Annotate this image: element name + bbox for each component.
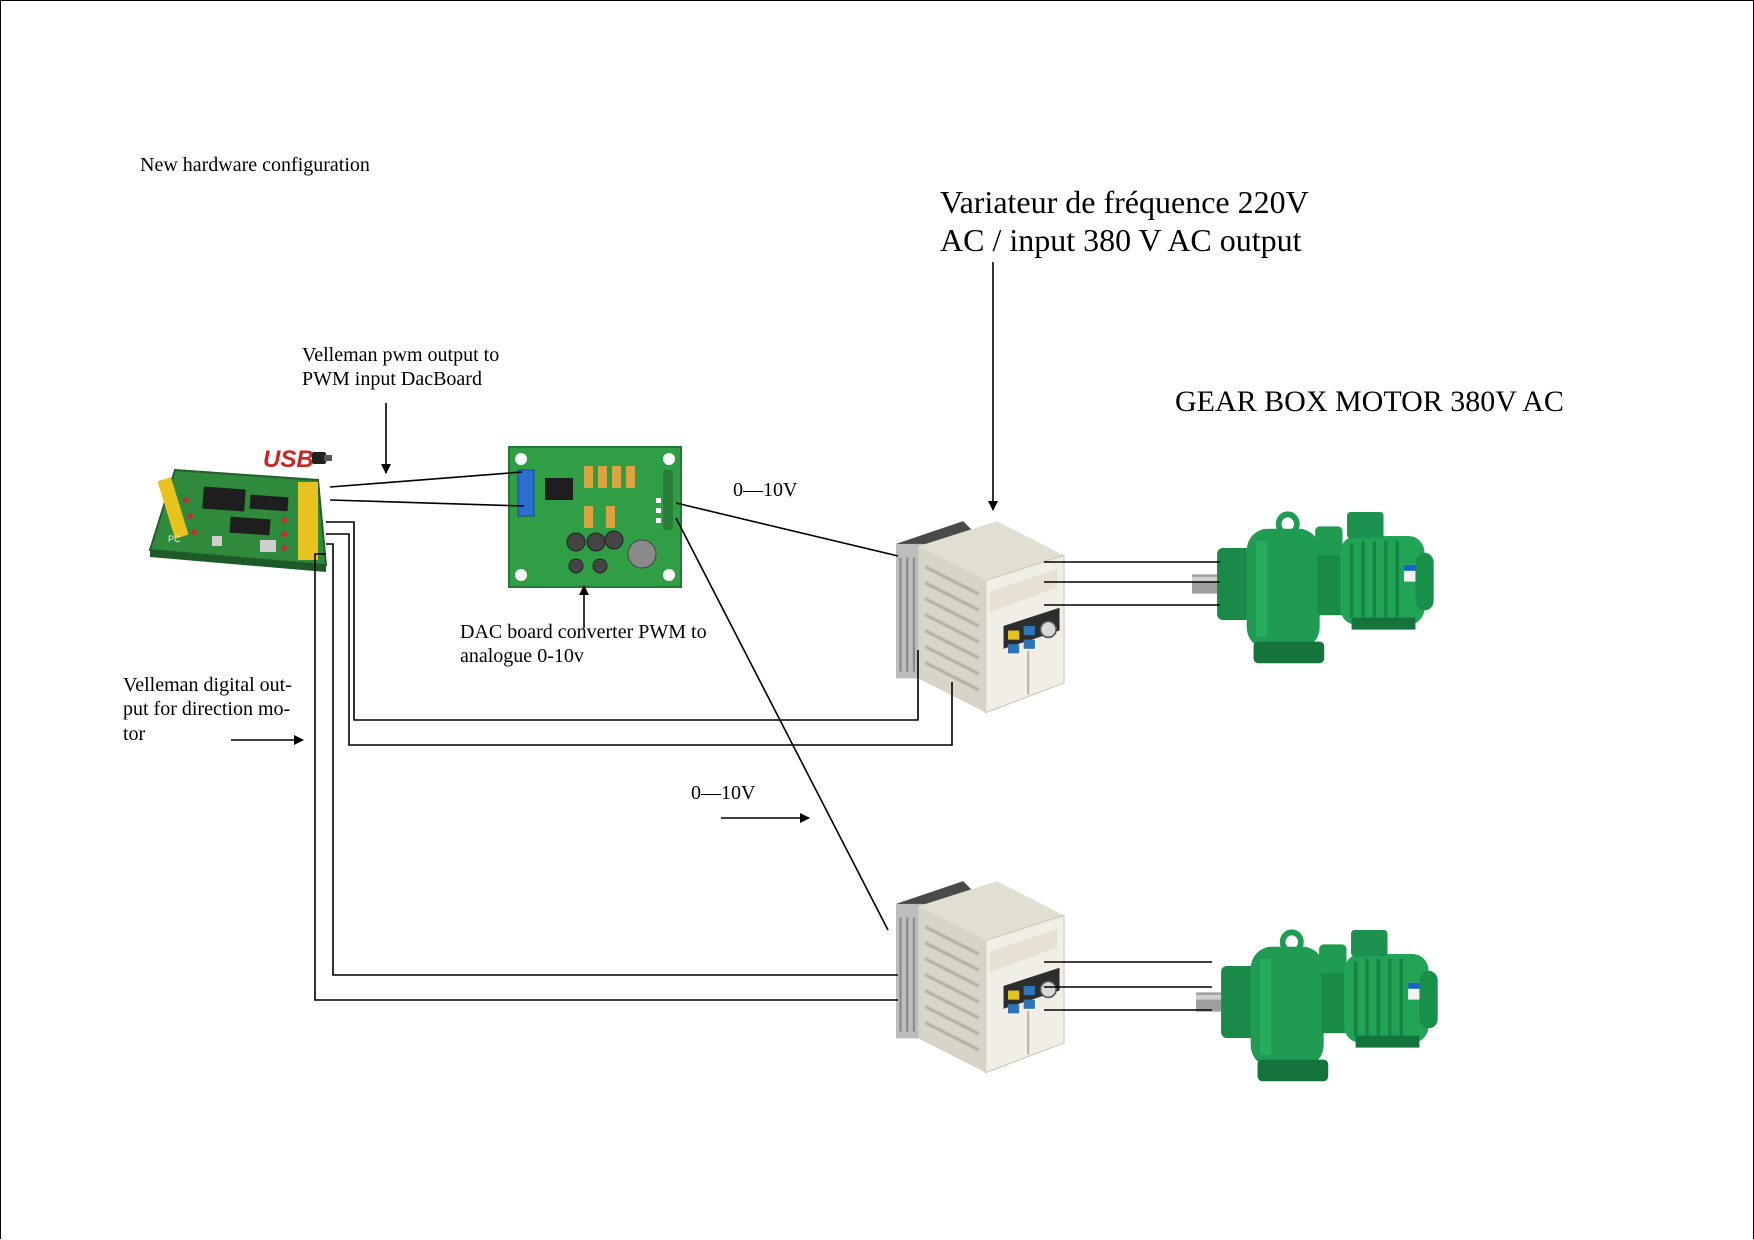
dac-label-line-2: analogue 0-10v [460,645,584,668]
inverter-label-line-2: AC / input 380 V AC output [940,222,1302,259]
page-title: New hardware configuration [140,154,370,176]
dac-pcb [508,446,682,588]
inverter-top [894,519,1066,715]
inverter-label: Variateur de fréquence 220V AC / input 3… [940,183,1309,260]
digital-output-label-line-3: tor [123,722,146,745]
inverter-label-line-1: Variateur de fréquence 220V [940,184,1309,220]
velleman-usb-board: PC [148,468,328,572]
board-chip-text: PC [168,534,181,544]
pwm-label-line-1: Velleman pwm output to [302,344,500,366]
wire-direction-bottom-1 [326,543,898,976]
motor-bottom [1196,930,1438,1081]
motor-top [1192,512,1434,663]
voltage-label-top: 0—10V [733,479,798,501]
inverter-bottom [894,879,1066,1075]
wire-direction-top-1 [326,521,919,721]
dac-label-line-1: DAC board converter PWM to [460,621,707,643]
voltage-label-mid: 0—10V [691,782,756,804]
wiring [314,471,1220,1011]
wire-direction-bottom-2 [314,553,898,1001]
wire-pwm-2 [329,499,525,507]
arrows [231,262,998,823]
gearbox-label: GEAR BOX MOTOR 380V AC [1175,385,1564,418]
pwm-label-line-2: PWM input DacBoard [302,368,482,391]
wire-pwm-1 [329,471,523,488]
wire-dac-inverter-bottom [675,517,889,931]
digital-output-label-line-2: put for direction mo- [123,698,291,721]
digital-output-label-line-1: Velleman digital out- [123,674,292,696]
usb-logo: USB [263,446,332,473]
wire-direction-top-2 [326,533,953,746]
wire-dac-inverter-top [675,502,899,557]
dac-label: DAC board converter PWM to analogue 0-10… [460,620,707,669]
digital-output-label: Velleman digital out- put for direction … [123,673,292,746]
usb-logo-text: USB [263,446,314,473]
pwm-label: Velleman pwm output to PWM input DacBoar… [302,343,499,392]
